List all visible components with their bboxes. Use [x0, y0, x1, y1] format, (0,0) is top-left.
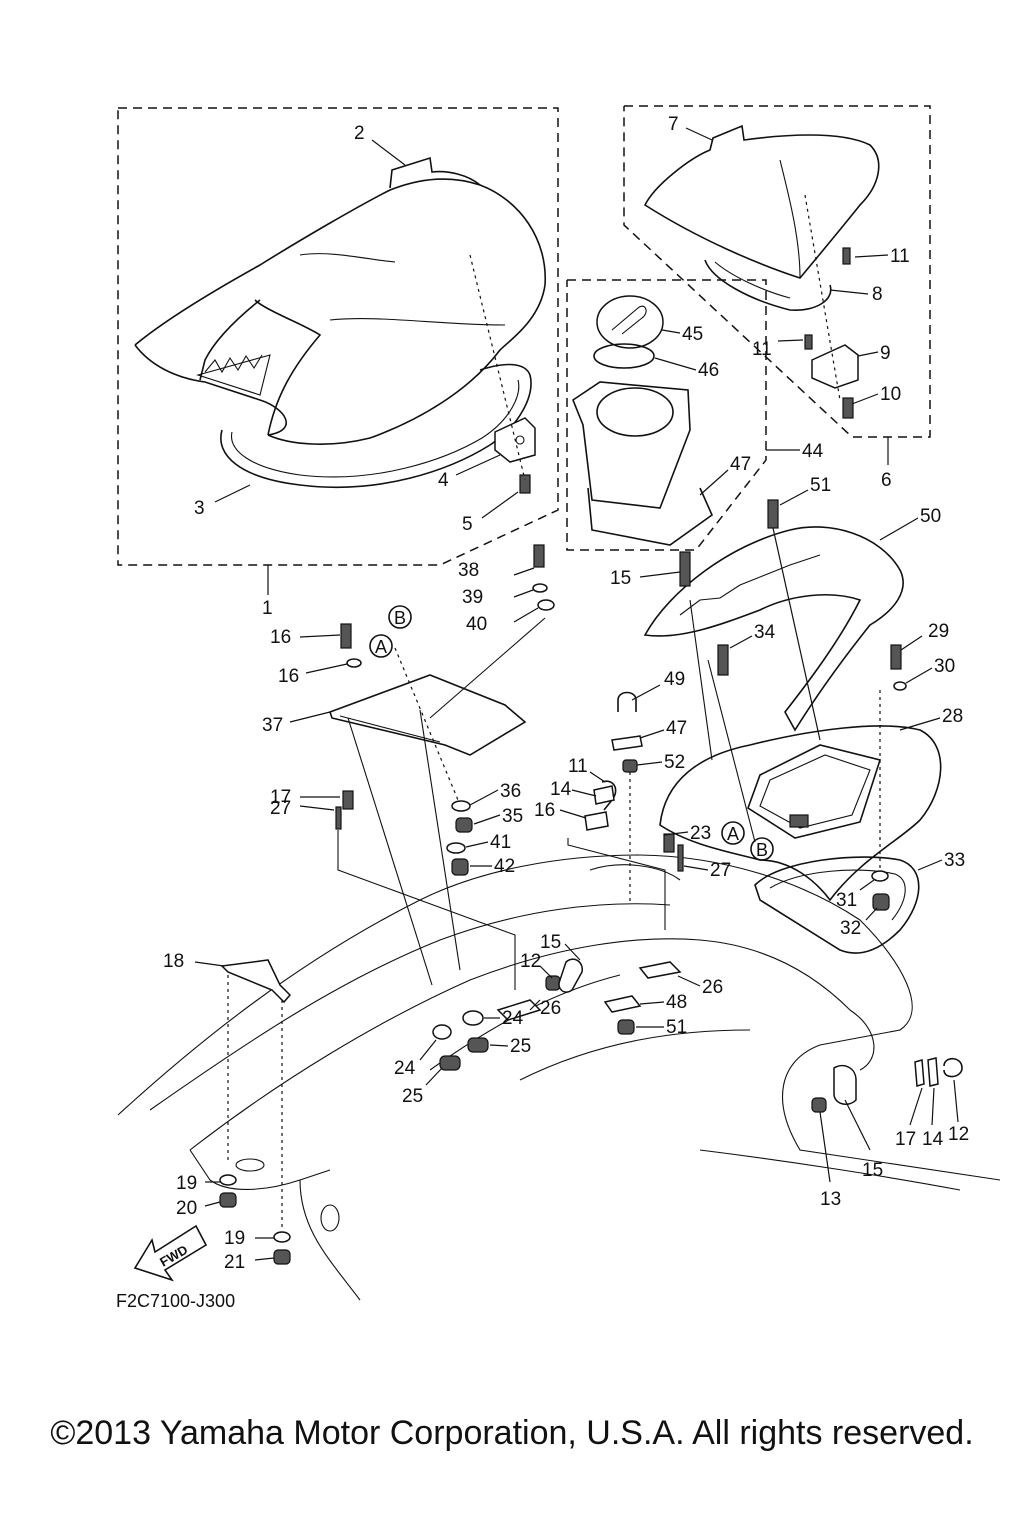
callout-label: 11	[890, 246, 910, 267]
ref-label: A	[375, 637, 387, 657]
rear-seat	[643, 124, 880, 311]
callout-label: 29	[928, 621, 949, 642]
callout-label: 46	[698, 360, 719, 381]
callout-label: 13	[820, 1189, 841, 1210]
callout-label: 41	[490, 832, 511, 853]
callout-label: 3	[194, 498, 205, 519]
rear-panel-28	[659, 725, 942, 902]
rear-cover-50	[643, 526, 904, 732]
callout-label: 19	[224, 1228, 245, 1249]
callout-label: 35	[502, 806, 523, 827]
ref-label: B	[394, 608, 406, 628]
callout-label: 26	[702, 977, 723, 998]
callout-label: 6	[881, 470, 892, 491]
callouts: 2 3 4 5 1 7 11 8 11 9 10 6 45 46 47 44 5…	[163, 114, 969, 1273]
callout-label: 19	[176, 1173, 197, 1194]
cap-seal	[593, 343, 655, 369]
group-box-43	[566, 279, 800, 551]
screw-10	[842, 397, 854, 419]
callout-label: 21	[224, 1252, 245, 1273]
callout-label: 17	[270, 787, 291, 808]
callout-label: 15	[540, 932, 561, 953]
callout-label: 28	[942, 706, 963, 727]
ref-marker-b-top: B	[388, 605, 412, 629]
hull-outline	[117, 854, 1001, 1301]
callout-label: 26	[540, 998, 561, 1019]
callout-label: 25	[402, 1086, 423, 1107]
seat-base	[220, 363, 532, 489]
callout-label: 33	[944, 850, 965, 871]
callout-label: 24	[502, 1008, 524, 1029]
storage-cap	[596, 295, 664, 349]
callout-label: 20	[176, 1198, 197, 1219]
callout-label: 47	[730, 454, 751, 475]
front-seat	[134, 156, 546, 445]
group-box-1	[117, 107, 559, 595]
ref-marker-a-top: A	[369, 634, 393, 658]
callout-label: 42	[494, 856, 515, 877]
fwd-arrow-icon: FWD	[133, 1224, 208, 1282]
callout-label: 32	[840, 918, 861, 939]
callout-label: 1	[262, 598, 273, 619]
storage-box	[572, 381, 713, 546]
callout-label: 8	[872, 284, 883, 305]
callout-label: 27	[710, 860, 731, 881]
callout-label: 27	[270, 798, 291, 819]
callout-label: 25	[510, 1036, 531, 1057]
callout-label: 12	[520, 951, 541, 972]
ref-marker-a-right: A	[721, 821, 745, 845]
callout-label: 37	[262, 715, 283, 736]
callout-label: 9	[880, 343, 891, 364]
callout-label: 40	[466, 614, 487, 635]
callout-label: 31	[836, 890, 857, 911]
hardware	[219, 499, 963, 1265]
callout-label: 36	[500, 781, 521, 802]
callout-label: 16	[270, 627, 291, 648]
callout-label: 51	[810, 475, 831, 496]
callout-label: 51	[666, 1017, 687, 1038]
diagram-code: F2C7100-J300	[116, 1291, 235, 1311]
callout-label: 44	[802, 441, 824, 462]
bracket-17	[220, 959, 292, 1230]
callout-label: 5	[462, 514, 473, 535]
ref-label: A	[727, 824, 739, 844]
screw-5	[469, 254, 531, 494]
callout-label: 2	[354, 123, 365, 144]
callout-label: 34	[754, 622, 776, 643]
callout-label: 52	[664, 752, 685, 773]
callout-label: 11	[752, 339, 772, 360]
callout-label: 50	[920, 506, 941, 527]
plate-bracket-37	[328, 674, 527, 756]
callout-label: 38	[458, 560, 479, 581]
callout-label: 11	[568, 756, 588, 777]
callout-label: 24	[394, 1058, 416, 1079]
callout-label: 49	[664, 669, 685, 690]
callout-label: 23	[690, 823, 711, 844]
callout-label: 39	[462, 587, 483, 608]
callout-label: 45	[682, 324, 703, 345]
callout-label: 14	[550, 779, 572, 800]
callout-label: 4	[438, 470, 449, 491]
callout-label: 10	[880, 384, 901, 405]
ref-label: B	[756, 840, 768, 860]
callout-label: 16	[534, 800, 555, 821]
callout-label: 47	[666, 718, 687, 739]
callout-label: 7	[668, 114, 679, 135]
screws-11	[804, 247, 851, 350]
callout-label: 12	[948, 1124, 969, 1145]
callout-label: 30	[934, 656, 955, 677]
rear-seat-bracket-9	[804, 194, 859, 401]
callout-label: 17	[895, 1129, 916, 1150]
callout-label: 48	[666, 992, 687, 1013]
callout-label: 18	[163, 951, 184, 972]
callout-label: 15	[862, 1160, 883, 1181]
copyright-notice: ©2013 Yamaha Motor Corporation, U.S.A. A…	[50, 1414, 974, 1452]
callout-label: 16	[278, 666, 299, 687]
callout-label: 15	[610, 568, 631, 589]
ref-marker-b-right: B	[750, 837, 774, 861]
callout-label: 14	[922, 1129, 944, 1150]
group-box-6	[623, 105, 931, 465]
